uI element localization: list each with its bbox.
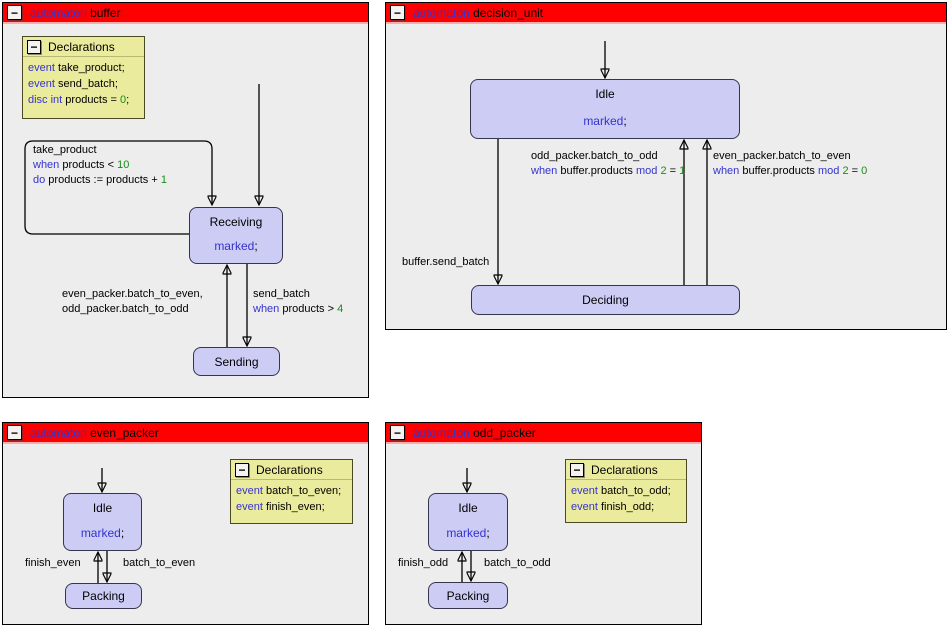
declarations-header: − Declarations [566,460,686,480]
state-marked-label: marked; [583,114,627,128]
diagram-canvas: − Declarations event batch_to_even;event… [3,444,368,624]
state-idle[interactable]: Idle marked; [428,493,508,551]
state-receiving[interactable]: Receiving marked; [189,207,283,264]
minus-icon: − [10,5,18,20]
state-marked-label: marked; [446,526,490,540]
title-keyword: automaton [413,425,470,440]
declarations-box[interactable]: − Declarations event take_product;event … [22,36,145,119]
minus-icon: − [238,463,246,477]
edge-label-batch-to-even: batch_to_even [123,557,196,569]
declarations-header: − Declarations [23,37,144,57]
state-name: Idle [458,501,478,515]
declarations-list: event batch_to_even;event finish_even; [236,485,342,513]
declarations-collapse-button[interactable]: − [27,40,41,54]
state-marked-label: marked; [214,239,258,253]
declarations-header: − Declarations [231,460,352,480]
declarations-collapse-button[interactable]: − [235,463,249,477]
state-name: Deciding [582,293,629,307]
state-name: Packing [446,588,490,603]
collapse-button[interactable]: − [7,5,22,20]
minus-icon: − [393,5,401,20]
automaton-panel-odd-packer: − automaton odd_packer − Declarations ev… [385,422,702,625]
minus-icon: − [573,463,581,477]
declarations-list: event batch_to_odd;event finish_odd; [571,485,671,513]
collapse-button[interactable]: − [7,425,22,440]
panel-title: automaton buffer [30,6,121,20]
self-loop-arrow-take-product[interactable] [24,140,212,235]
edge-label-finish-even: finish_even [25,557,81,569]
collapse-button[interactable]: − [390,425,405,440]
automaton-panel-buffer: − automaton buffer − Declarations event … [2,2,369,398]
panel-titlebar: − automaton decision_unit [386,3,946,24]
collapse-button[interactable]: − [390,5,405,20]
edge-label-batch-to-odd: batch_to_odd [484,557,551,569]
declarations-list: event take_product;event send_batch;disc… [28,62,130,106]
panel-title: automaton odd_packer [413,426,536,440]
panel-title: automaton decision_unit [413,6,543,20]
panel-titlebar: − automaton buffer [3,3,368,24]
title-name: decision_unit [473,5,544,20]
minus-icon: − [10,425,18,440]
transition-wires [24,84,368,397]
transition-wires [386,41,946,329]
state-idle[interactable]: Idle marked; [470,79,740,139]
state-name: Sending [214,354,259,369]
title-keyword: automaton [30,5,87,20]
declarations-title: Declarations [591,463,658,477]
panel-titlebar: − automaton even_packer [3,423,368,444]
minus-icon: − [393,425,401,440]
title-keyword: automaton [413,5,470,20]
state-name: Receiving [209,215,263,229]
declarations-box[interactable]: − Declarations event batch_to_even;event… [230,459,353,524]
state-name: Packing [82,589,125,603]
state-idle[interactable]: Idle marked; [63,493,142,551]
title-keyword: automaton [30,425,87,440]
edge-label-buffer-send-batch: buffer.send_batch [402,256,490,268]
state-deciding[interactable]: Deciding [471,285,740,315]
state-sending[interactable]: Sending [193,347,280,376]
state-name: Idle [595,87,615,101]
declarations-collapse-button[interactable]: − [570,463,584,477]
automaton-panel-even-packer: − automaton even_packer − Declarations e… [2,422,369,625]
title-name: even_packer [90,425,159,440]
edge-label-finish-odd: finish_odd [398,557,449,569]
automaton-panel-decision-unit: − automaton decision_unit Idle marked; o… [385,2,947,330]
state-marked-label: marked; [80,526,125,540]
state-packing[interactable]: Packing [65,583,142,609]
declarations-box[interactable]: − Declarations event batch_to_odd;event … [565,459,687,523]
edge-label-batches: even_packer.batch_to_even,odd_packer.bat… [62,288,203,315]
title-name: buffer [90,5,121,20]
transition-wires [3,468,368,624]
declarations-title: Declarations [256,463,323,477]
diagram-canvas: − Declarations event take_product;event … [3,24,368,397]
title-name: odd_packer [473,425,536,440]
minus-icon: − [30,40,38,54]
panel-titlebar: − automaton odd_packer [386,423,701,444]
diagram-canvas: − Declarations event batch_to_odd;event … [386,444,701,624]
state-packing[interactable]: Packing [428,582,508,609]
declarations-title: Declarations [48,40,115,54]
panel-title: automaton even_packer [30,426,159,440]
transition-wires [386,468,701,624]
state-name: Idle [92,501,113,515]
